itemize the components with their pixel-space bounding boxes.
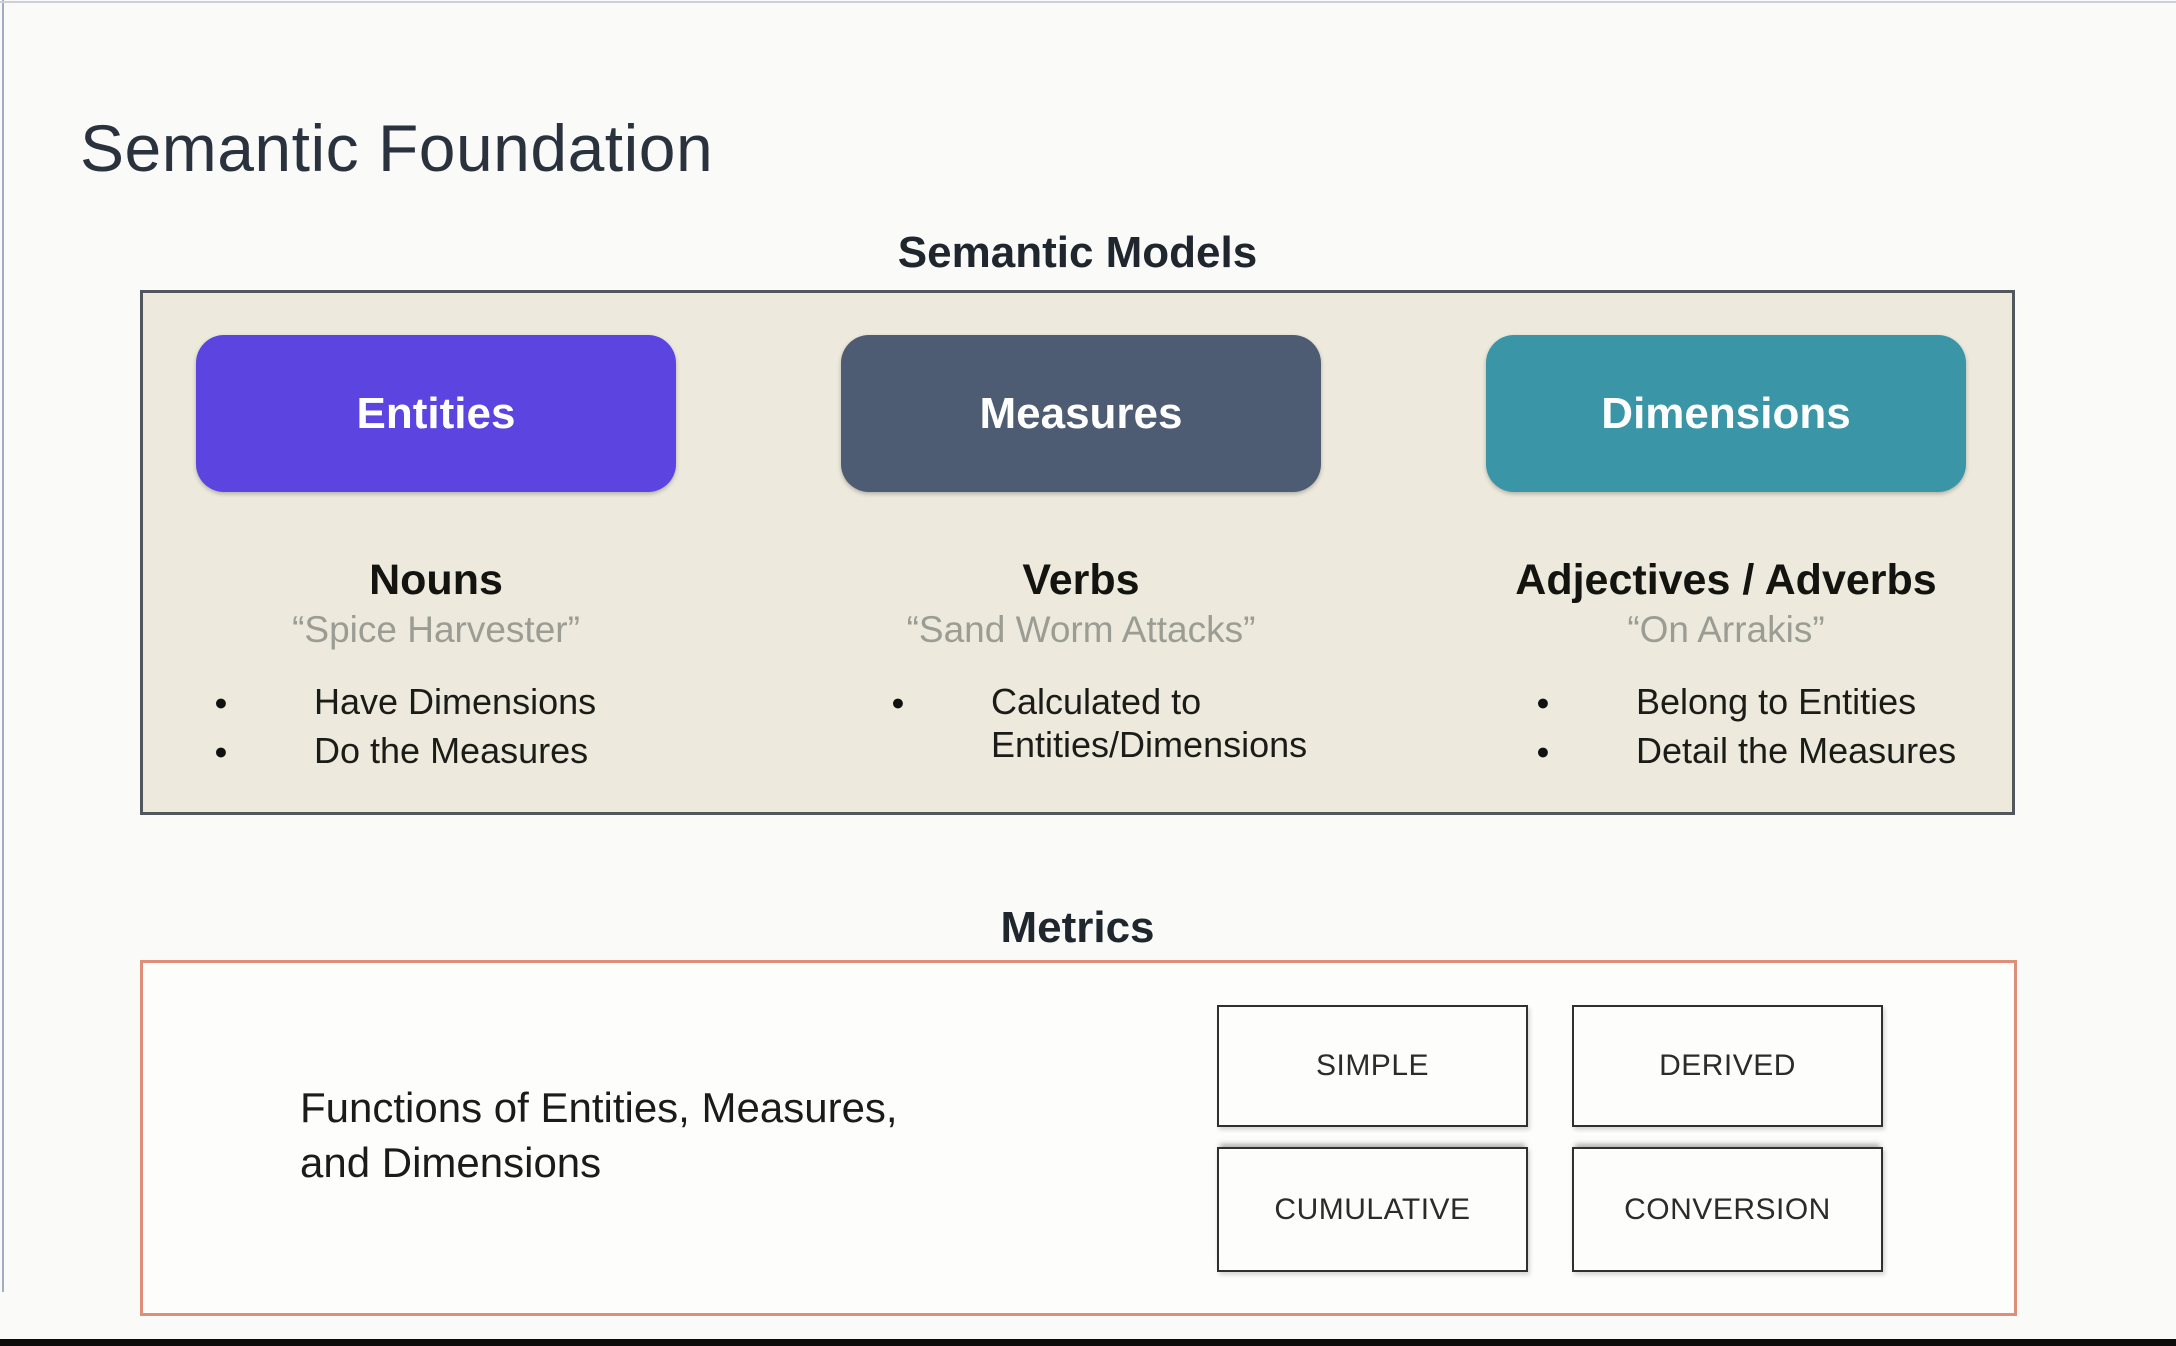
dimensions-bullet-list: Belong to Entities Detail the Measures (1530, 681, 1966, 772)
entities-column: Entities Nouns “Spice Harvester” Have Di… (196, 335, 676, 772)
list-item: Belong to Entities (1530, 681, 1966, 723)
metrics-panel: Functions of Entities, Measures, and Dim… (140, 960, 2017, 1316)
measures-part-of-speech: Verbs (1022, 556, 1140, 604)
window-edge-top (0, 1, 2176, 3)
list-item: Detail the Measures (1530, 730, 1966, 772)
measures-column: Measures Verbs “Sand Worm Attacks” Calcu… (841, 335, 1321, 766)
entities-part-of-speech: Nouns (369, 556, 503, 604)
metrics-description: Functions of Entities, Measures, and Dim… (300, 1084, 898, 1186)
letterbox-bottom-bar (0, 1339, 2176, 1346)
measures-example: “Sand Worm Attacks” (906, 609, 1256, 651)
dimensions-part-of-speech: Adjectives / Adverbs (1515, 556, 1937, 604)
metric-type-simple: SIMPLE (1217, 1005, 1528, 1127)
window-edge-left (2, 0, 4, 1292)
dimensions-example: “On Arrakis” (1627, 609, 1825, 651)
list-item: Have Dimensions (208, 681, 676, 723)
semantic-models-heading: Semantic Models (897, 228, 1258, 277)
list-item: Do the Measures (208, 730, 676, 772)
metric-type-conversion: CONVERSION (1572, 1147, 1883, 1272)
measures-bullet-list: Calculated to Entities/Dimensions (885, 681, 1321, 766)
dimensions-pill: Dimensions (1486, 335, 1966, 492)
entities-pill: Entities (196, 335, 676, 492)
semantic-models-panel: Entities Nouns “Spice Harvester” Have Di… (140, 290, 2015, 815)
entities-example: “Spice Harvester” (292, 609, 580, 651)
measures-pill: Measures (841, 335, 1321, 492)
metric-type-derived: DERIVED (1572, 1005, 1883, 1127)
metrics-heading: Metrics (1000, 903, 1155, 952)
dimensions-column: Dimensions Adjectives / Adverbs “On Arra… (1486, 335, 1966, 772)
slide-title: Semantic Foundation (80, 111, 714, 186)
list-item: Calculated to Entities/Dimensions (885, 681, 1321, 766)
metric-type-cumulative: CUMULATIVE (1217, 1147, 1528, 1272)
entities-bullet-list: Have Dimensions Do the Measures (208, 681, 676, 772)
